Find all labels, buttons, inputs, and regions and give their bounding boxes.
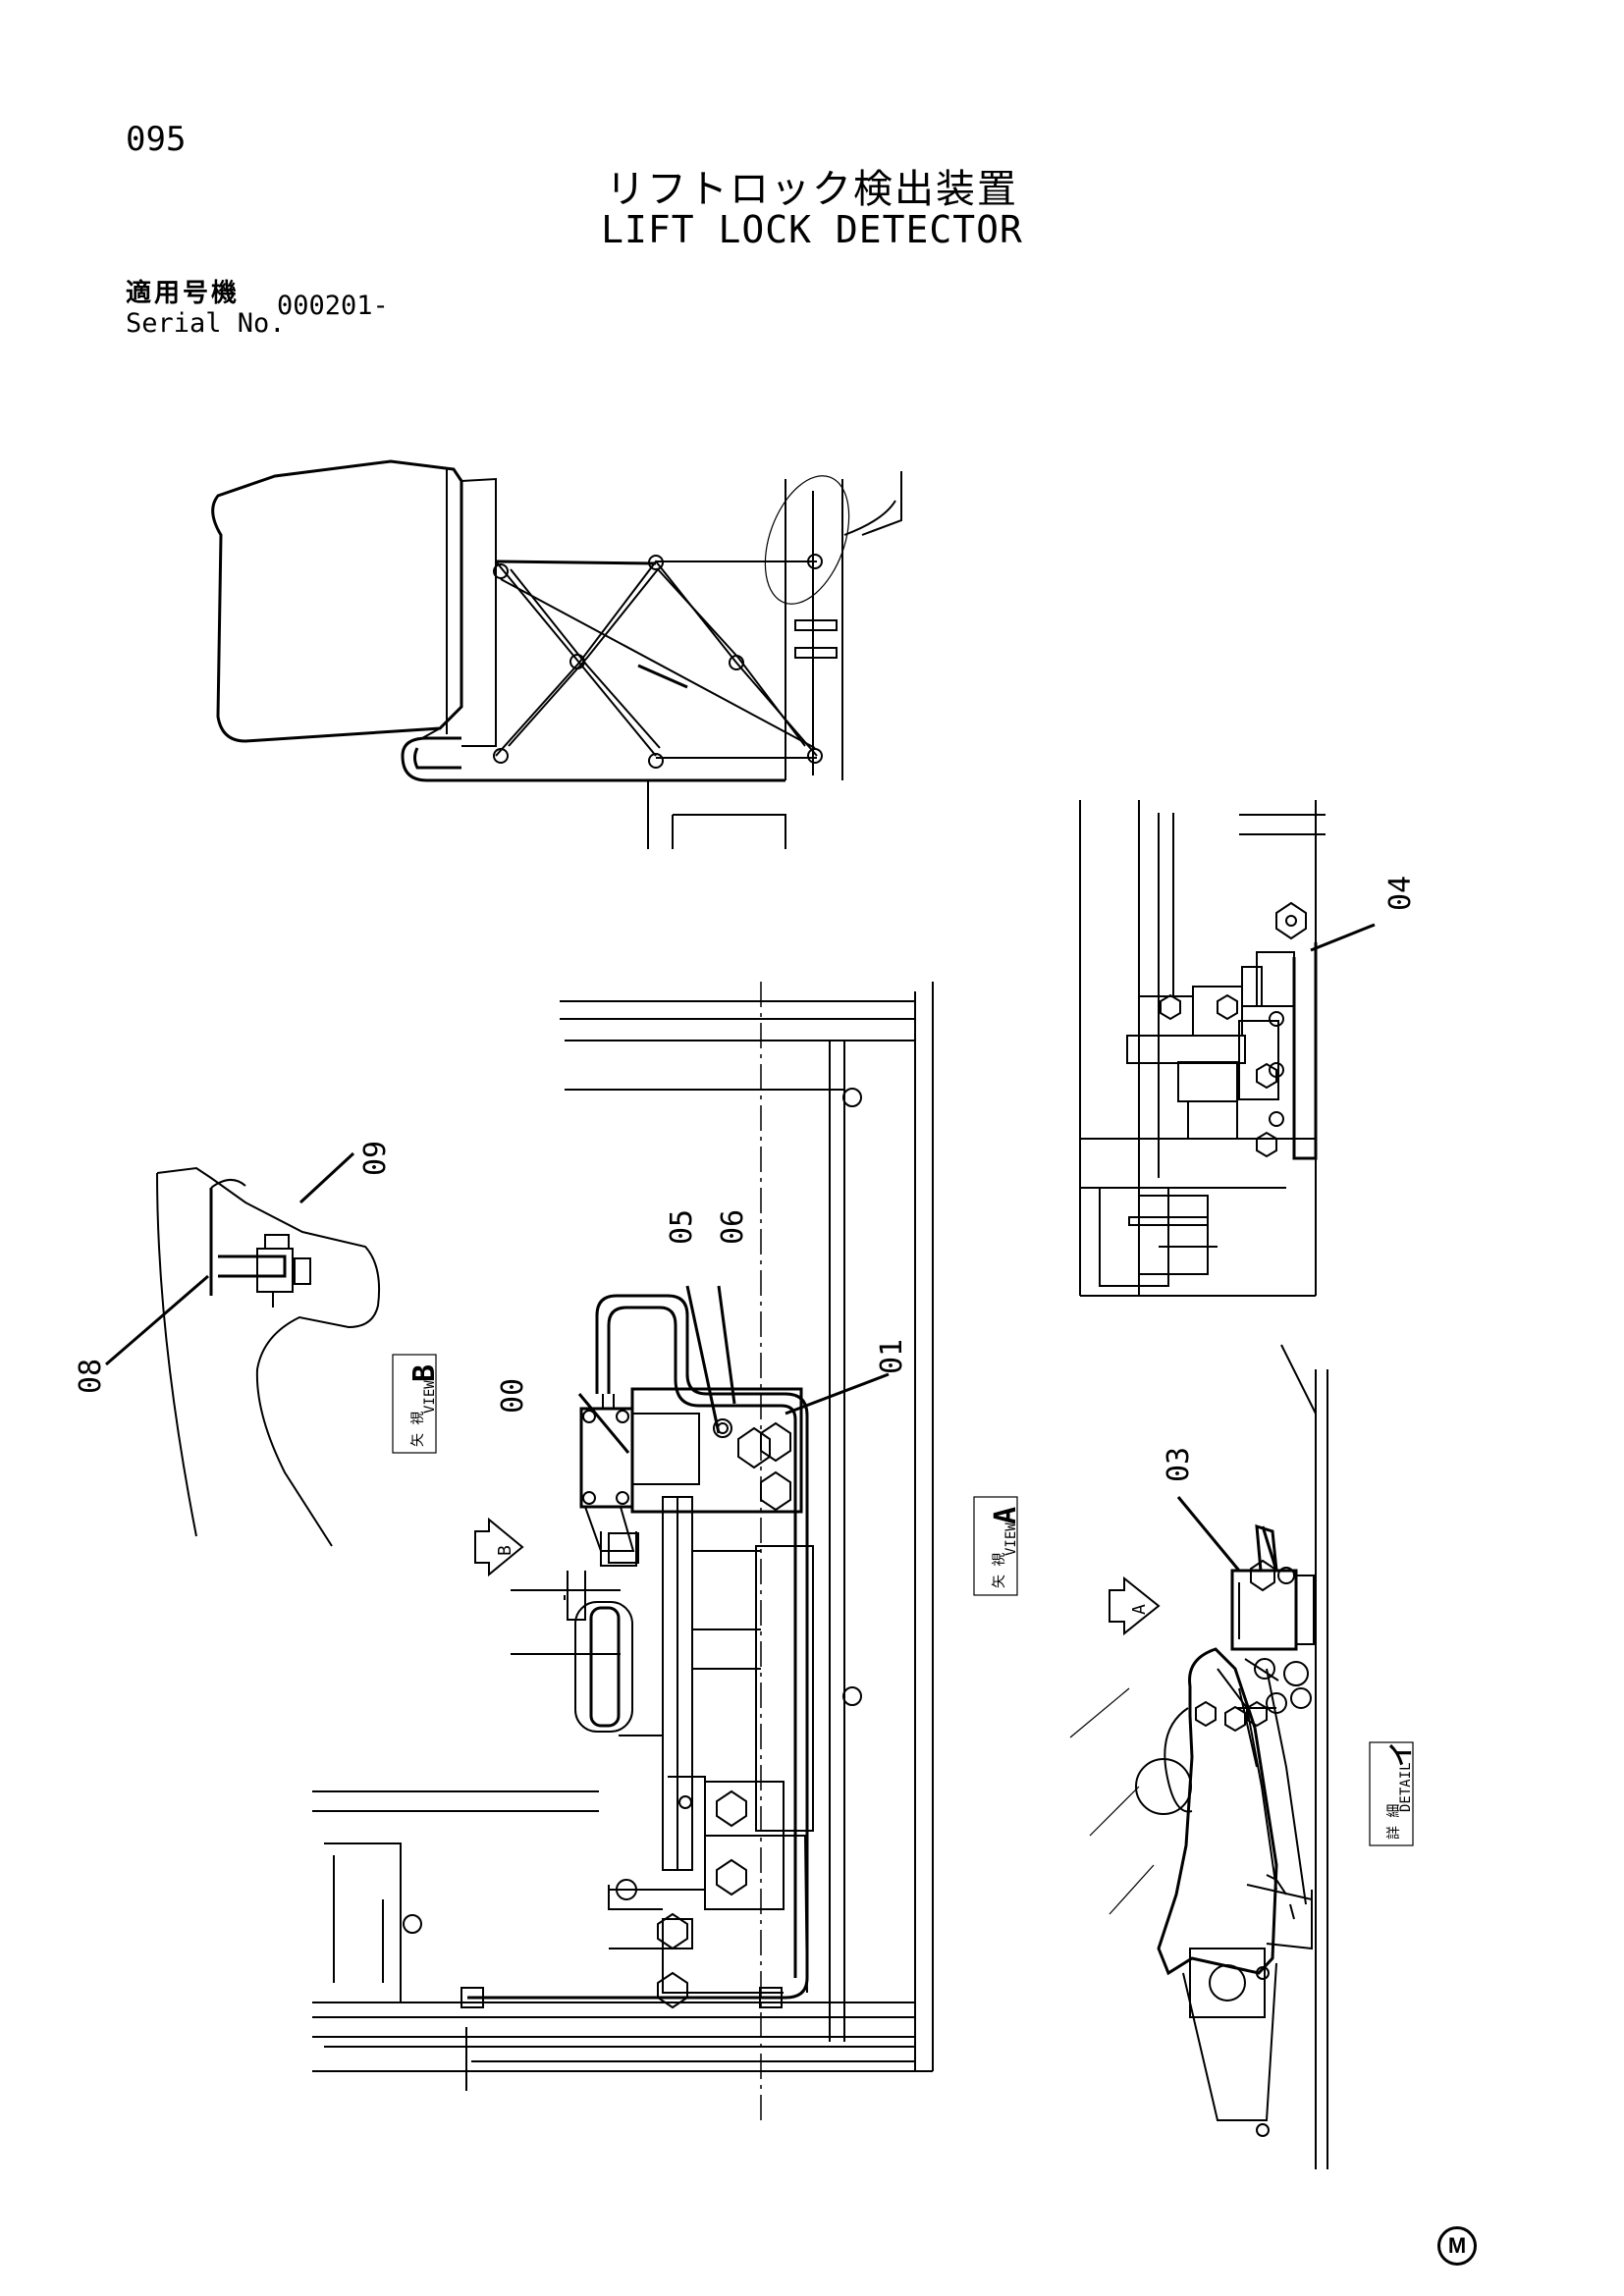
callout-05: 05 — [665, 1209, 699, 1245]
view-a-drawing: 00 05 06 01 B 矢 視 VIEW A — [312, 982, 1023, 2120]
detail-i-drawing: 03 A 詳 細 DETAIL イ — [1069, 1344, 1417, 2169]
upper-right-detail-drawing: 04 — [1079, 800, 1418, 1297]
m-mark-icon: M — [1437, 2226, 1477, 2266]
callout-09: 09 — [358, 1141, 393, 1176]
serial-number-value: 000201- — [277, 291, 389, 321]
title-english: LIFT LOCK DETECTOR — [601, 208, 1023, 251]
view-a-letter: A — [989, 1507, 1023, 1524]
serial-label-english: Serial No. — [126, 308, 286, 339]
view-b-drawing: 09 08 矢 視 VIEW B — [74, 1141, 442, 1547]
page-number: 095 — [126, 120, 187, 159]
callout-01: 01 — [875, 1339, 909, 1374]
detail-label-en: DETAIL — [1398, 1762, 1414, 1812]
arrow-b-letter: B — [495, 1545, 515, 1556]
callout-08: 08 — [74, 1359, 108, 1394]
view-a-label-en: VIEW — [1003, 1522, 1019, 1556]
callout-00: 00 — [496, 1378, 530, 1414]
callout-04: 04 — [1383, 876, 1418, 911]
arrow-a-letter: A — [1129, 1604, 1150, 1615]
detail-label-jp: 詳 細 — [1386, 1804, 1402, 1840]
serial-label-japanese: 適用号機 — [126, 279, 241, 308]
view-b-letter: B — [407, 1364, 442, 1382]
title-japanese: リフトロック検出装置 — [606, 167, 1018, 212]
callout-03: 03 — [1162, 1447, 1196, 1482]
callout-06: 06 — [716, 1209, 750, 1245]
overview-lift-drawing — [211, 459, 902, 849]
view-b-label-en: VIEW — [422, 1380, 438, 1414]
detail-letter: イ — [1387, 1741, 1417, 1767]
view-a-label-jp: 矢 視 — [992, 1553, 1007, 1588]
view-b-label-jp: 矢 視 — [410, 1412, 426, 1447]
